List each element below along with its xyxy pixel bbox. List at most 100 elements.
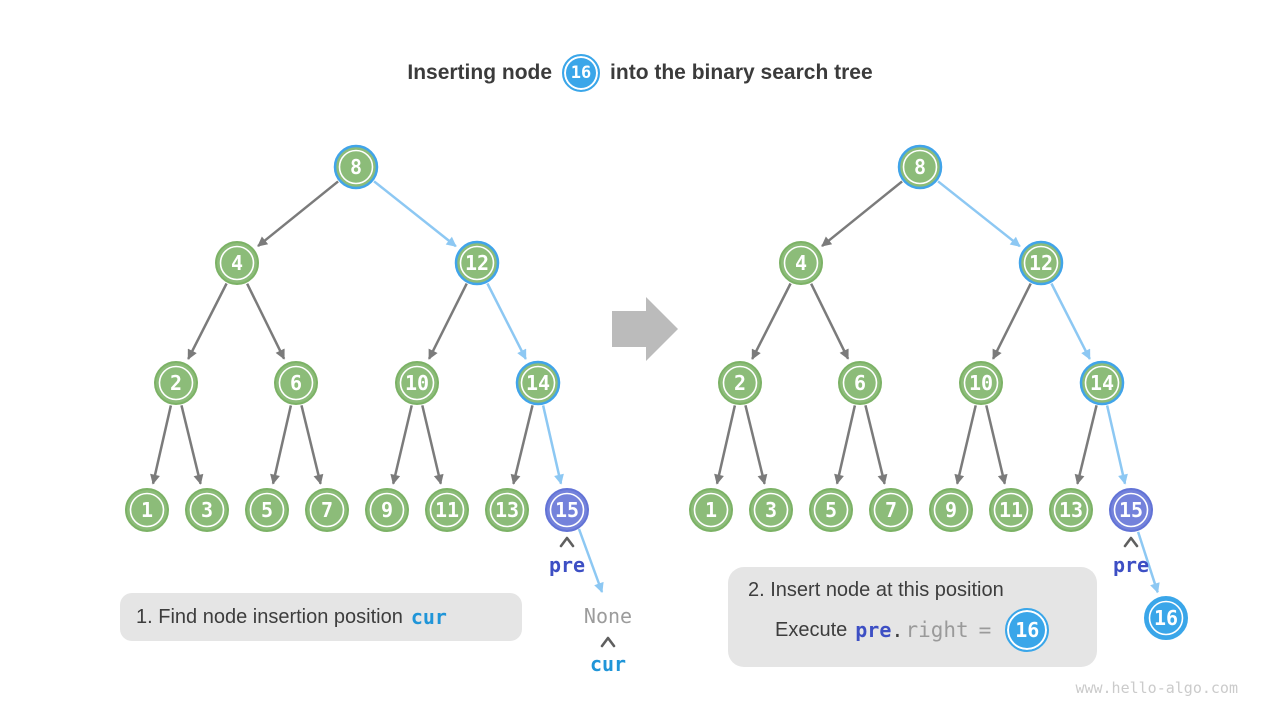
node-circle [989, 488, 1033, 532]
node-value: 3 [201, 498, 213, 522]
node-circle [838, 361, 882, 405]
node-before-13: 13 [485, 488, 529, 532]
edge-2-3 [180, 405, 204, 485]
node-after-1: 1 [689, 488, 733, 532]
node-circle [154, 361, 198, 405]
node-after-5: 5 [809, 488, 853, 532]
node-value: 4 [795, 251, 807, 275]
edge-6-7 [300, 405, 324, 485]
node-circle [333, 144, 379, 190]
pointer-caret-icon [559, 536, 575, 548]
caption-step1-text: 1. Find node insertion position [136, 605, 403, 628]
node-value: 9 [945, 498, 957, 522]
edge-14-13 [1074, 405, 1098, 485]
node-inner-ring [399, 365, 435, 401]
node-value: 8 [350, 155, 362, 179]
edge-2-3 [744, 405, 768, 485]
caption-step2-equals: = [978, 618, 992, 642]
caption-step1: 1. Find node insertion position cur [120, 593, 522, 641]
caption-step2: 2. Insert node at this position Execute … [728, 567, 1097, 667]
node-inner-ring [549, 492, 585, 528]
node-circle [1079, 360, 1125, 406]
edge-12-14 [1050, 282, 1091, 360]
node-circle [897, 144, 943, 190]
node-after-12: 12 [1018, 240, 1064, 286]
node-inner-ring [693, 492, 729, 528]
label-pre: pre [1113, 553, 1149, 577]
node-inner-ring [1084, 365, 1120, 401]
node-value: 14 [1090, 371, 1114, 395]
node-after-13: 13 [1049, 488, 1093, 532]
node-circle [1144, 596, 1188, 640]
edge-14-13 [510, 405, 534, 485]
pointer-caret-icon [1123, 536, 1139, 548]
node-inner-ring [278, 365, 314, 401]
node-value: 3 [765, 498, 777, 522]
node-before-5: 5 [245, 488, 289, 532]
node-before-3: 3 [185, 488, 229, 532]
watermark: www.hello-algo.com [1075, 679, 1238, 697]
node-circle [718, 361, 762, 405]
node-inner-ring [129, 492, 165, 528]
node-circle [689, 488, 733, 532]
node-circle [305, 488, 349, 532]
node-inner-ring [1148, 600, 1184, 636]
node-before-7: 7 [305, 488, 349, 532]
node-inner-ring [783, 245, 819, 281]
node-inner-ring [933, 492, 969, 528]
node-value: 15 [1119, 498, 1143, 522]
node-before-2: 2 [154, 361, 198, 405]
caption-step2-node-value: 16 [1015, 618, 1040, 642]
caption-step2-dot: . [891, 618, 904, 642]
edge-8-4 [821, 180, 903, 248]
node-after-6: 6 [838, 361, 882, 405]
node-value: 1 [141, 498, 153, 522]
edge-8-4 [257, 180, 339, 248]
node-inner-ring [459, 245, 495, 281]
node-circle [365, 488, 409, 532]
node-value: 9 [381, 498, 393, 522]
node-after-15: 15 [1109, 488, 1153, 532]
node-value: 16 [1154, 606, 1178, 630]
edge-6-7 [864, 405, 888, 485]
node-inner-ring [902, 149, 938, 185]
node-circle [809, 488, 853, 532]
node-value: 10 [405, 371, 429, 395]
node-inner-ring [219, 245, 255, 281]
node-inner-ring [753, 492, 789, 528]
node-circle [425, 488, 469, 532]
node-after-16: 16 [1144, 596, 1188, 640]
node-inner-ring [309, 492, 345, 528]
caption-step1-code-cur: cur [410, 605, 447, 629]
node-inner-ring [963, 365, 999, 401]
node-circle [1018, 240, 1064, 286]
edge-2-1 [150, 405, 173, 485]
node-circle [215, 241, 259, 285]
edge-4-6 [246, 283, 286, 360]
node-value: 2 [734, 371, 746, 395]
node-circle [959, 361, 1003, 405]
label-pre: pre [549, 553, 585, 577]
node-inner-ring [338, 149, 374, 185]
node-circle [515, 360, 561, 406]
edge-4-2 [751, 282, 792, 360]
node-value: 12 [465, 251, 489, 275]
node-circle [869, 488, 913, 532]
node-inner-ring [1053, 492, 1089, 528]
node-value: 7 [885, 498, 897, 522]
node-circle [1109, 488, 1153, 532]
node-after-14: 14 [1079, 360, 1125, 406]
node-circle [545, 488, 589, 532]
node-before-9: 9 [365, 488, 409, 532]
node-value: 6 [290, 371, 302, 395]
edge-12-14 [486, 282, 527, 360]
node-circle [185, 488, 229, 532]
node-value: 5 [825, 498, 837, 522]
pointer-caret-icon [600, 636, 616, 648]
edge-6-5 [270, 405, 293, 485]
node-before-11: 11 [425, 488, 469, 532]
edge-6-5 [834, 405, 857, 485]
node-inner-ring [873, 492, 909, 528]
